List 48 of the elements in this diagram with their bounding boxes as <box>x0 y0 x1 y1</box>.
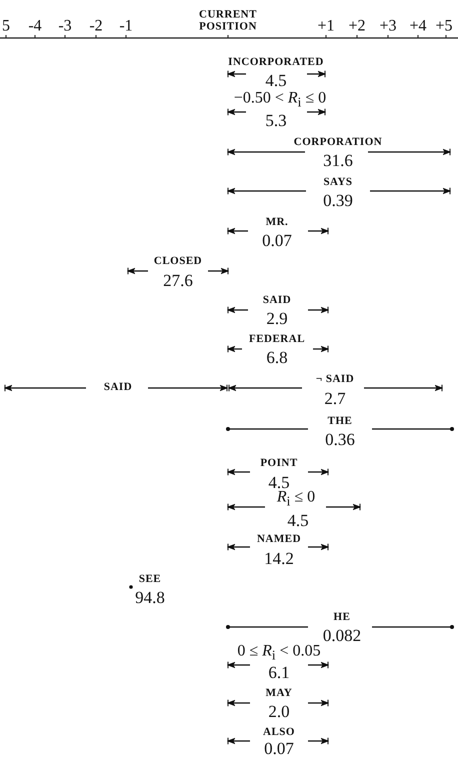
value-label: 2.9 <box>266 310 288 328</box>
axis-tick-label: +5 <box>435 18 453 36</box>
value-label: 31.6 <box>323 152 353 170</box>
value-label: 27.6 <box>163 272 193 290</box>
axis-tick-label: +1 <box>317 18 335 36</box>
term-label: MR. <box>266 217 288 229</box>
condition-label: R$_{i}$ ≤ 0 <box>276 489 316 509</box>
value-label: 0.07 <box>262 232 292 250</box>
term-label: SAID <box>104 382 132 394</box>
term-label: ¬ SAID <box>316 374 354 386</box>
value-label: 6.8 <box>266 349 288 367</box>
term-label: HE <box>334 612 350 624</box>
condition-label: 0 ≤ R$_{i}$ < 0.05 <box>237 643 321 663</box>
value-label: 4.5 <box>265 72 287 90</box>
value-label: 0.39 <box>323 192 353 210</box>
value-label: 0.07 <box>264 740 294 758</box>
axis-title: CURRENT POSITION <box>198 9 258 33</box>
axis-tick-label: +4 <box>409 18 427 36</box>
axis-tick-label: -3 <box>58 18 72 36</box>
condition-label: −0.50 < R$_{i}$ ≤ 0 <box>234 90 326 110</box>
value-label: 2.0 <box>268 703 290 721</box>
value-label: 94.8 <box>135 589 165 607</box>
value-label: 6.1 <box>268 664 290 682</box>
axis-tick-label: +2 <box>348 18 366 36</box>
term-label: POINT <box>260 458 298 470</box>
value-label: 0.082 <box>322 627 362 645</box>
term-label: SAYS <box>323 177 353 189</box>
term-label: SAID <box>262 295 292 307</box>
axis-tick-label: +3 <box>379 18 397 36</box>
term-label: NAMED <box>256 534 302 546</box>
value-label: 0.36 <box>325 431 355 449</box>
axis-tick-label: -1 <box>119 18 133 36</box>
term-label: INCORPORATED <box>228 57 324 69</box>
value-label: 5.3 <box>265 112 287 130</box>
value-label: 4.5 <box>268 474 290 492</box>
term-label: SEE <box>138 574 162 586</box>
axis-tick-label: -4 <box>28 18 42 36</box>
axis-tick-label: -2 <box>89 18 103 36</box>
term-label: ALSO <box>263 727 295 739</box>
term-label: FEDERAL <box>248 334 306 346</box>
term-label: CLOSED <box>154 256 202 268</box>
term-label: MAY <box>266 688 292 700</box>
value-label: 2.7 <box>324 390 346 408</box>
term-label: THE <box>328 416 352 428</box>
axis-tick-label: 5 <box>2 18 10 36</box>
value-label: 14.2 <box>264 550 294 568</box>
value-label: 4.5 <box>287 512 309 530</box>
term-label: CORPORATION <box>294 137 382 149</box>
